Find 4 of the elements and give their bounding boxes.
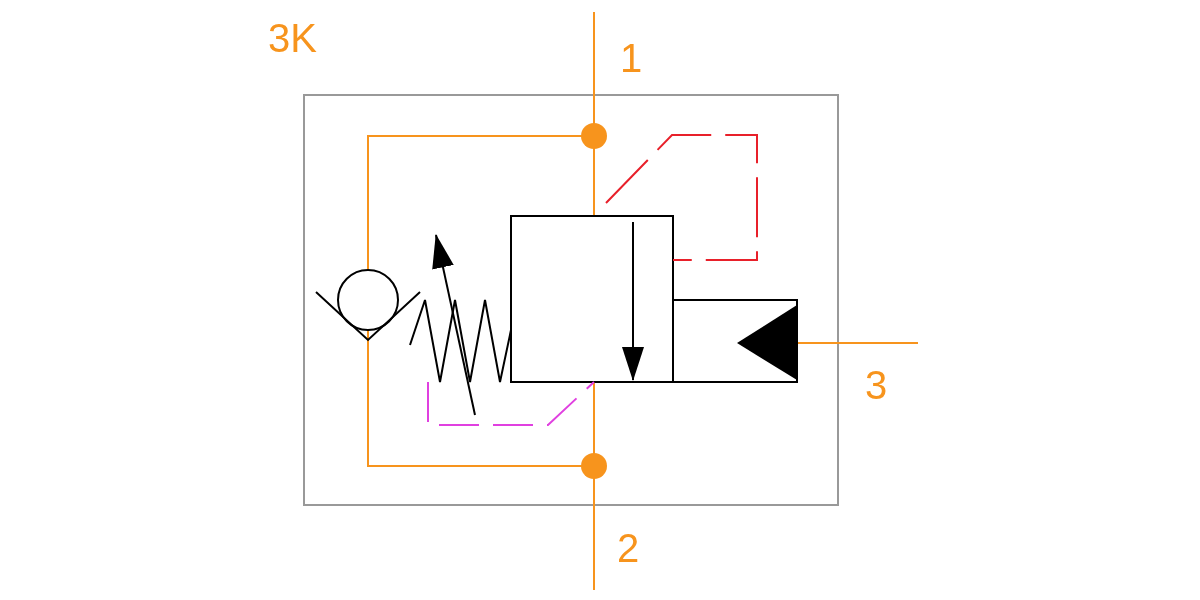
port-number: 2 — [617, 528, 640, 568]
port-number: 3 — [865, 365, 888, 405]
port-number: 1 — [620, 38, 643, 78]
component-code: 3K — [268, 18, 317, 58]
